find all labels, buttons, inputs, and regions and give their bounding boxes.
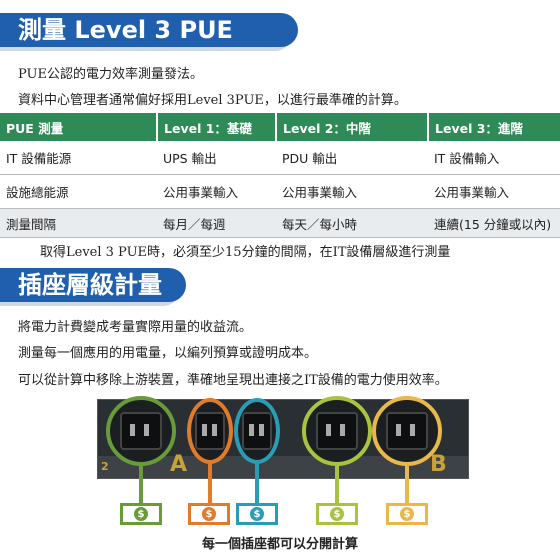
table-cell: IT 設備輸入 — [428, 141, 560, 175]
table-cell: 連續(15 分鐘或以內) — [428, 208, 560, 238]
table-cell: IT 設備能源 — [0, 141, 157, 175]
table-header-row: PUE 測量 Level 1：基礎 Level 2：中階 Level 3：進階 — [0, 113, 560, 141]
bank-b-label: B — [430, 452, 447, 477]
dollar-icon: $ — [134, 507, 148, 521]
outlet-1-green — [106, 396, 176, 466]
table-cell: 每天／每小時 — [276, 208, 428, 238]
table-cell: 公用事業輸入 — [276, 174, 428, 209]
wire-orange — [208, 464, 212, 504]
outlet-5-gold — [372, 396, 442, 466]
wire-green — [139, 466, 143, 504]
bank-number-label: 2 — [101, 460, 109, 473]
section-title-pue: 測量 Level 3 PUE — [0, 13, 298, 47]
wire-teal — [255, 464, 259, 504]
table-cell: 公用事業輸入 — [157, 174, 276, 209]
meter-tag-orange: $ — [188, 503, 230, 525]
outlet-3-teal — [234, 398, 280, 464]
pue-table: PUE 測量 Level 1：基礎 Level 2：中階 Level 3：進階 … — [0, 113, 560, 238]
intro-line-1: PUE公認的電力效率測量發法。 — [18, 67, 203, 82]
dollar-icon: $ — [202, 507, 216, 521]
pdu-band — [98, 456, 468, 478]
table-cell: 設施總能源 — [0, 174, 157, 209]
wire-lime — [335, 466, 339, 504]
bank-a-label: A — [170, 452, 188, 477]
outlet-line-2: 測量每一個應用的用電量，以編列預算或證明成本。 — [18, 346, 318, 361]
meter-tag-lime: $ — [316, 503, 358, 525]
table-cell: 每月／每週 — [157, 208, 276, 238]
table-row: IT 設備能源 UPS 輸出 PDU 輸出 IT 設備輸入 — [0, 141, 560, 175]
outlet-4-lime — [302, 396, 372, 466]
header-measure: PUE 測量 — [0, 113, 157, 141]
header-level1: Level 1：基礎 — [156, 113, 276, 141]
wire-gold — [405, 466, 409, 504]
table-cell: 公用事業輸入 — [428, 174, 560, 209]
dollar-icon: $ — [250, 507, 264, 521]
meter-tag-teal: $ — [236, 503, 278, 525]
table-cell: UPS 輸出 — [157, 141, 276, 175]
table-row: 設施總能源 公用事業輸入 公用事業輸入 公用事業輸入 — [0, 174, 560, 209]
table-note: 取得Level 3 PUE時，必須至少15分鐘的間隔，在IT設備層級進行測量 — [40, 245, 451, 260]
outlet-line-3: 可以從計算中移除上游裝置，準確地呈現出連接之IT設備的電力使用效率。 — [18, 373, 448, 388]
header-level2: Level 2：中階 — [275, 113, 428, 141]
header-level3: Level 3：進階 — [427, 113, 560, 141]
meter-tag-gold: $ — [386, 503, 428, 525]
table-cell: 測量間隔 — [0, 208, 157, 238]
dollar-icon: $ — [400, 507, 414, 521]
table-row: 測量間隔 每月／每週 每天／每小時 連續(15 分鐘或以內) — [0, 208, 560, 238]
intro-line-2: 資料中心管理者通常偏好採用Level 3PUE，以進行最準確的計算。 — [18, 93, 407, 108]
dollar-icon: $ — [330, 507, 344, 521]
table-cell: PDU 輸出 — [276, 141, 428, 175]
outlet-2-orange — [187, 398, 233, 464]
section-title-outlet: 插座層級計量 — [0, 268, 186, 302]
meter-tag-green: $ — [120, 503, 162, 525]
diagram-caption: 每一個插座都可以分開計算 — [201, 537, 358, 552]
outlet-line-1: 將電力計費變成考量實際用量的收益流。 — [18, 320, 253, 335]
